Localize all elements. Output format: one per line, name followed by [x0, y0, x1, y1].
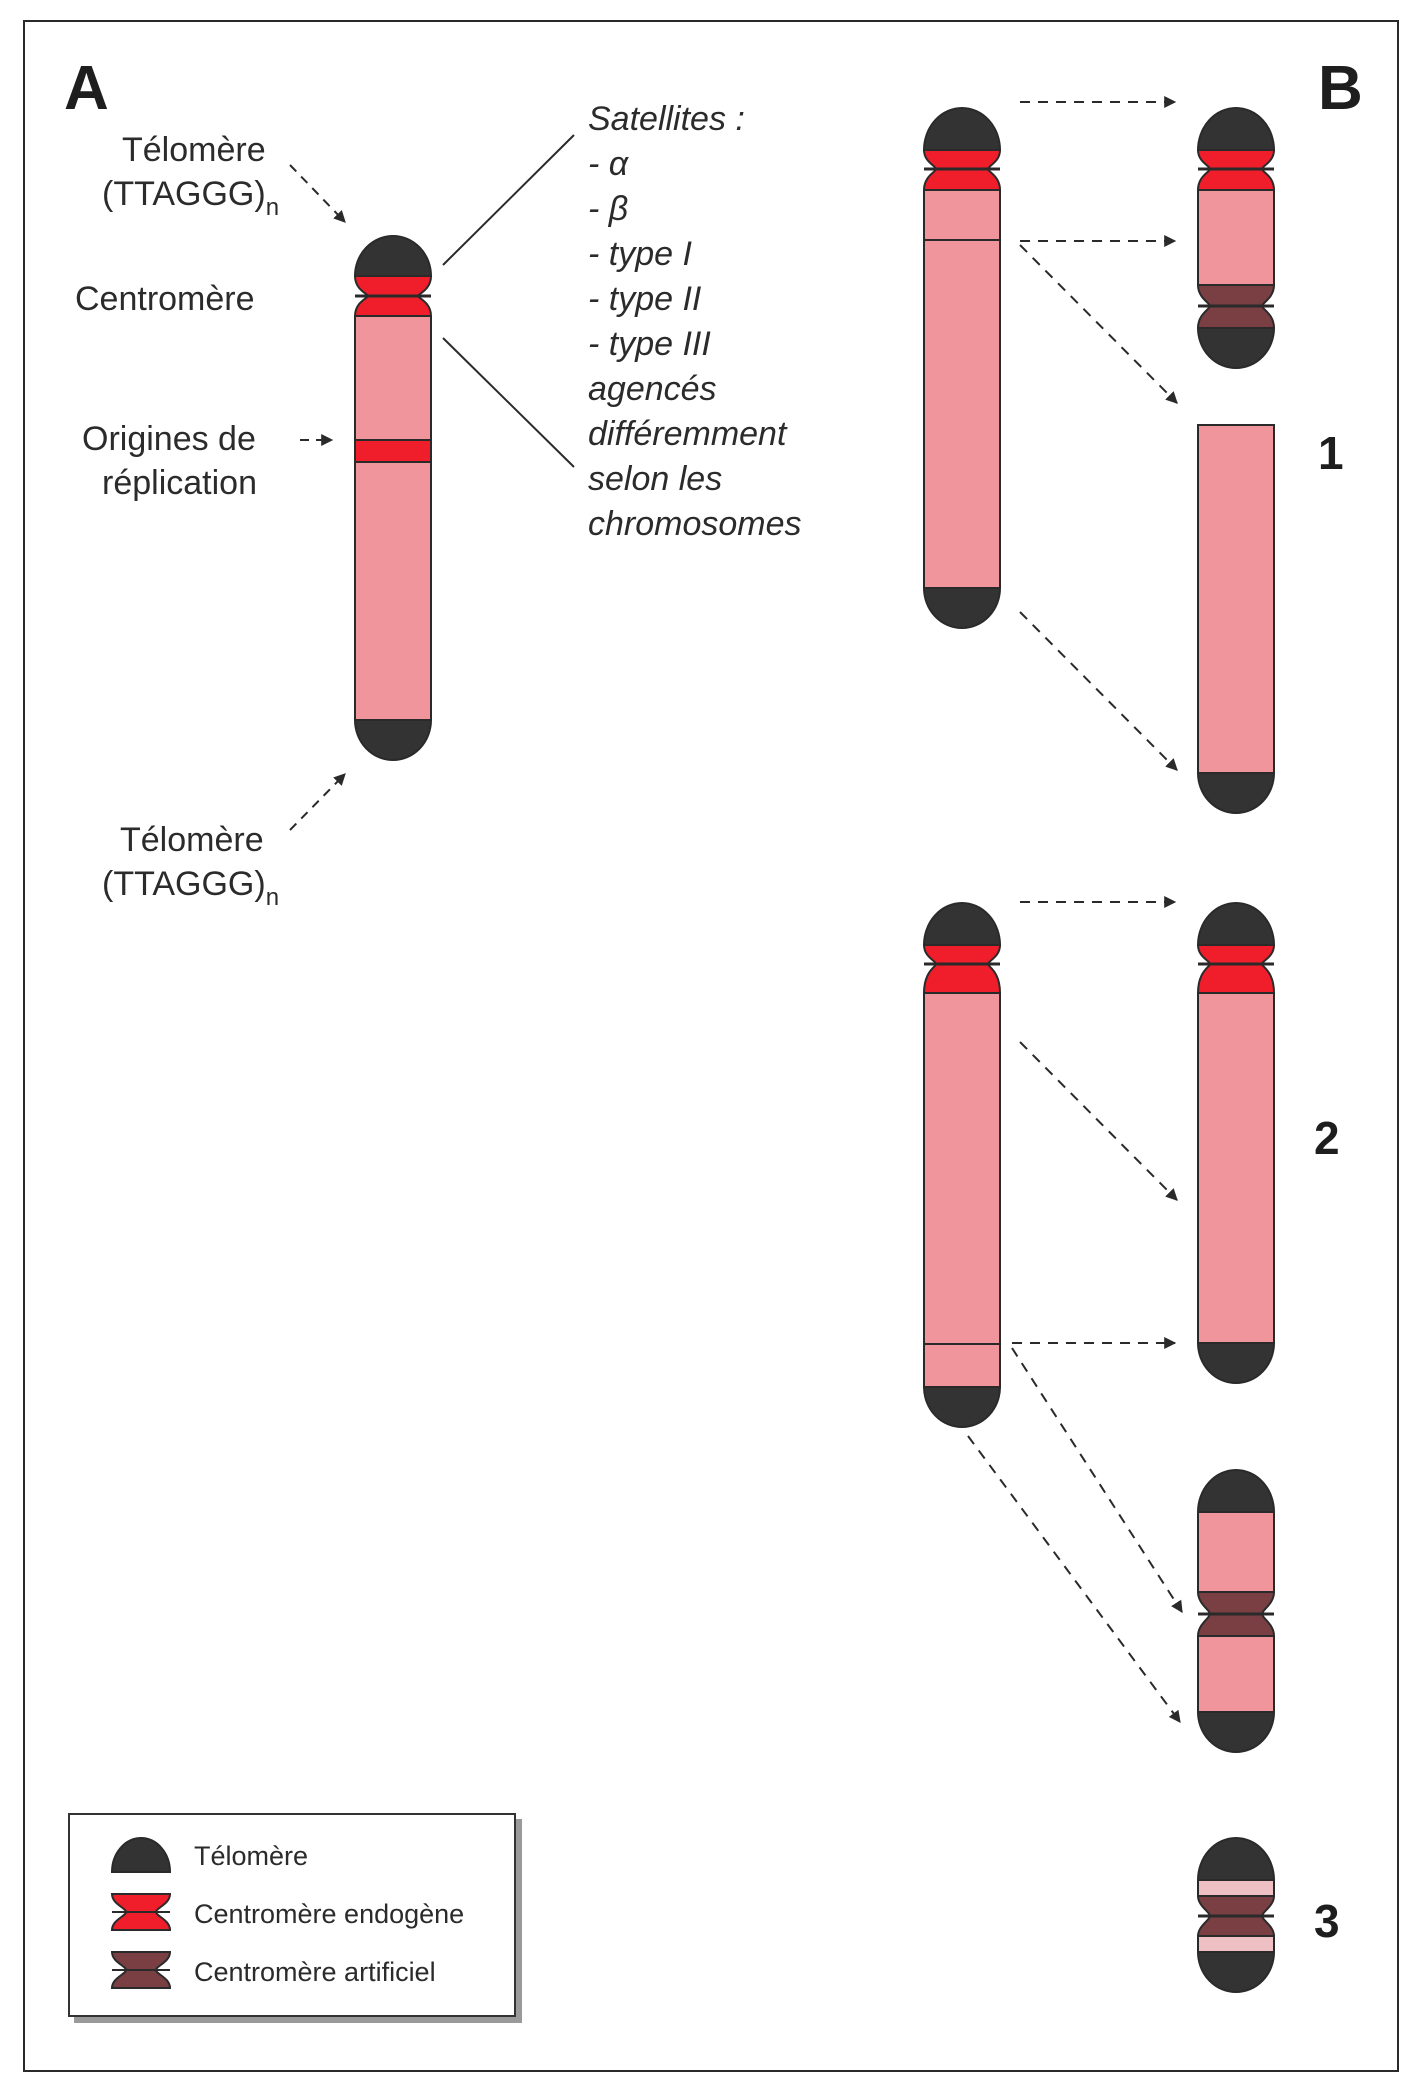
satellites-line: - type I [588, 235, 692, 273]
chromosome-b1-source [922, 107, 1002, 629]
chromosome-b2-product-mini [1196, 1469, 1276, 1753]
telomere-top-label: Télomère [122, 131, 266, 169]
satellites-line: - type III [588, 325, 711, 363]
legend-item-artificial-centromere: Centromère artificiel [110, 1949, 436, 1995]
chromosome-b2-product-long [1196, 902, 1276, 1384]
origins-label-line1: Origines de [82, 420, 256, 458]
satellites-line: Satellites : [588, 100, 745, 138]
origins-label-line2: réplication [102, 464, 257, 502]
satellites-line: agencés [588, 370, 717, 408]
artificial-centromere-icon [110, 1950, 172, 1995]
telomere-bottom-label: Télomère [120, 821, 264, 859]
chromosome-a [353, 235, 433, 761]
centromere-label: Centromère [75, 280, 255, 318]
telomere-icon [110, 1834, 172, 1879]
satellites-line: chromosomes [588, 505, 802, 543]
legend-label: Centromère endogène [194, 1898, 465, 1929]
chromosome-b1-product-acentric [1196, 424, 1276, 814]
satellites-line: différemment [588, 415, 787, 453]
chromosome-b2-source [922, 902, 1002, 1428]
legend-item-endogenous-centromere: Centromère endogène [110, 1891, 464, 1937]
panel-b-label-3: 3 [1314, 1895, 1340, 1947]
satellites-line: - type II [588, 280, 702, 318]
telomere-bottom-sequence: (TTAGGG)n [102, 865, 280, 911]
chromosome-b3-minichromosome [1196, 1837, 1276, 1993]
legend-label: Télomère [194, 1840, 309, 1871]
satellites-line: - β [588, 190, 629, 228]
telomere-top-sequence: (TTAGGG)n [102, 175, 280, 221]
chromosome-b1-product-centromeric [1196, 107, 1276, 369]
figure-frame [23, 20, 1399, 2072]
panel-b-label-1: 1 [1318, 427, 1344, 479]
panel-a-letter: A [64, 54, 109, 123]
legend-label: Centromère artificiel [194, 1956, 436, 1987]
satellites-line: selon les [588, 460, 723, 498]
legend: Télomère Centromère endogène Centromère … [68, 1813, 516, 2017]
satellites-line: - α [588, 145, 629, 183]
panel-b-label-2: 2 [1314, 1112, 1340, 1164]
panel-b-arrows [967, 96, 1183, 1723]
endogenous-centromere-icon [110, 1892, 172, 1937]
legend-item-telomere: Télomère [110, 1833, 308, 1879]
panel-b-letter: B [1318, 54, 1363, 123]
panel-a-connectors [289, 134, 575, 831]
